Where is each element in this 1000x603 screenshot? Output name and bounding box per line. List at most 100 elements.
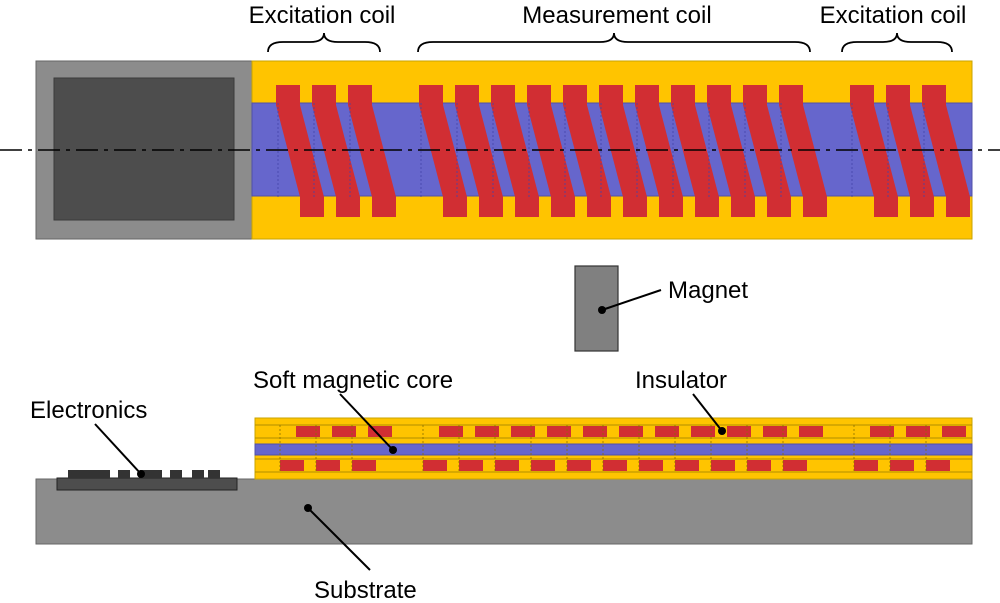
coil-bottom-pad — [551, 197, 575, 217]
coil-conductor-lower — [747, 460, 771, 471]
coil-conductor-upper — [547, 426, 571, 437]
coil-conductor-lower — [423, 460, 447, 471]
measurement-coil-label: Measurement coil — [522, 2, 711, 29]
coil-top-pad — [419, 85, 443, 105]
magnet-leader-line — [601, 289, 662, 311]
excitation-coil-left-brace — [267, 32, 381, 53]
coil-bottom-pad — [910, 197, 934, 217]
coil-conductor-upper — [799, 426, 823, 437]
coil-top-pad — [922, 85, 946, 105]
coil-winding — [276, 105, 324, 197]
coil-winding — [599, 105, 647, 197]
coil-conductor-lower — [280, 460, 304, 471]
coil-top-pad — [599, 85, 623, 105]
substrate-leader-line — [307, 507, 371, 571]
coil-bottom-pad — [515, 197, 539, 217]
magnet-group — [574, 265, 662, 352]
bond-pad — [140, 470, 162, 478]
coil-conductor-upper — [691, 426, 715, 437]
callouts — [94, 393, 726, 571]
coil-bottom-pad — [443, 197, 467, 217]
coil-conductor-lower — [567, 460, 591, 471]
coil-conductor-upper — [906, 426, 930, 437]
coil-conductor-lower — [639, 460, 663, 471]
coil-conductor-upper — [727, 426, 751, 437]
coil-conductor-lower — [711, 460, 735, 471]
coil-winding — [491, 105, 539, 197]
coil-bottom-pad — [659, 197, 683, 217]
bond-pad — [68, 470, 110, 478]
coil-bottom-pad — [767, 197, 791, 217]
coil-winding — [886, 105, 934, 197]
magnet-label: Magnet — [668, 277, 748, 304]
coil-bottom-pad — [695, 197, 719, 217]
bond-pad — [208, 470, 220, 478]
electronics-bond-pads — [68, 470, 220, 478]
coil-winding — [455, 105, 503, 197]
soft-magnetic-core-cross-section — [254, 443, 973, 456]
coil-bottom-pad — [803, 197, 827, 217]
excitation-coil-right-label: Excitation coil — [820, 2, 967, 29]
coil-conductor-upper — [368, 426, 392, 437]
coil-bottom-pad — [731, 197, 755, 217]
coil-top-pad — [527, 85, 551, 105]
top-view — [0, 60, 1000, 240]
coil-bottom-pad — [946, 197, 970, 217]
coil-conductor-upper — [583, 426, 607, 437]
coil-braces — [267, 32, 953, 53]
coil-winding — [779, 105, 827, 197]
insulator-label: Insulator — [635, 367, 727, 394]
coil-conductor-lower — [352, 460, 376, 471]
top-view-coil-windings — [276, 85, 970, 217]
coil-conductor-upper — [296, 426, 320, 437]
coil-bottom-pad — [874, 197, 898, 217]
coil-top-pad — [312, 85, 336, 105]
coil-conductor-upper — [619, 426, 643, 437]
coil-bottom-pad — [479, 197, 503, 217]
coil-conductor-upper — [763, 426, 787, 437]
coil-conductor-upper — [655, 426, 679, 437]
coil-winding — [635, 105, 683, 197]
coil-bottom-pad — [623, 197, 647, 217]
coil-top-pad — [348, 85, 372, 105]
coil-conductor-lower — [926, 460, 950, 471]
coil-conductor-lower — [603, 460, 627, 471]
substrate-label: Substrate — [314, 577, 417, 603]
coil-top-pad — [491, 85, 515, 105]
coil-conductor-lower — [459, 460, 483, 471]
coil-top-pad — [743, 85, 767, 105]
electronics-chip — [56, 477, 238, 491]
bond-pad — [170, 470, 182, 478]
soft-magnetic-core-label: Soft magnetic core — [253, 367, 453, 394]
coil-top-pad — [635, 85, 659, 105]
excitation-coil-left-label: Excitation coil — [249, 2, 396, 29]
coil-conductor-lower — [783, 460, 807, 471]
coil-bottom-pad — [336, 197, 360, 217]
coil-conductor-lower — [531, 460, 555, 471]
coil-top-pad — [779, 85, 803, 105]
electronics-leader-line — [94, 423, 142, 475]
coil-bottom-pad — [372, 197, 396, 217]
coil-conductor-upper — [475, 426, 499, 437]
soft-core-leader-line — [339, 393, 394, 451]
coil-winding — [922, 105, 970, 197]
coil-bottom-pad — [587, 197, 611, 217]
coil-top-pad — [707, 85, 731, 105]
coil-conductor-upper — [511, 426, 535, 437]
bond-pad — [118, 470, 130, 478]
coil-conductor-upper — [942, 426, 966, 437]
coil-winding — [419, 105, 467, 197]
coil-winding — [707, 105, 755, 197]
electronics-housing-inner — [53, 77, 235, 221]
electronics-label: Electronics — [30, 397, 147, 424]
coil-conductor-upper — [870, 426, 894, 437]
coil-bottom-pad — [300, 197, 324, 217]
excitation-coil-right-brace — [841, 32, 953, 53]
coil-conductor-lower — [675, 460, 699, 471]
coil-winding — [850, 105, 898, 197]
coil-winding — [527, 105, 575, 197]
coil-top-pad — [850, 85, 874, 105]
coil-top-pad — [276, 85, 300, 105]
